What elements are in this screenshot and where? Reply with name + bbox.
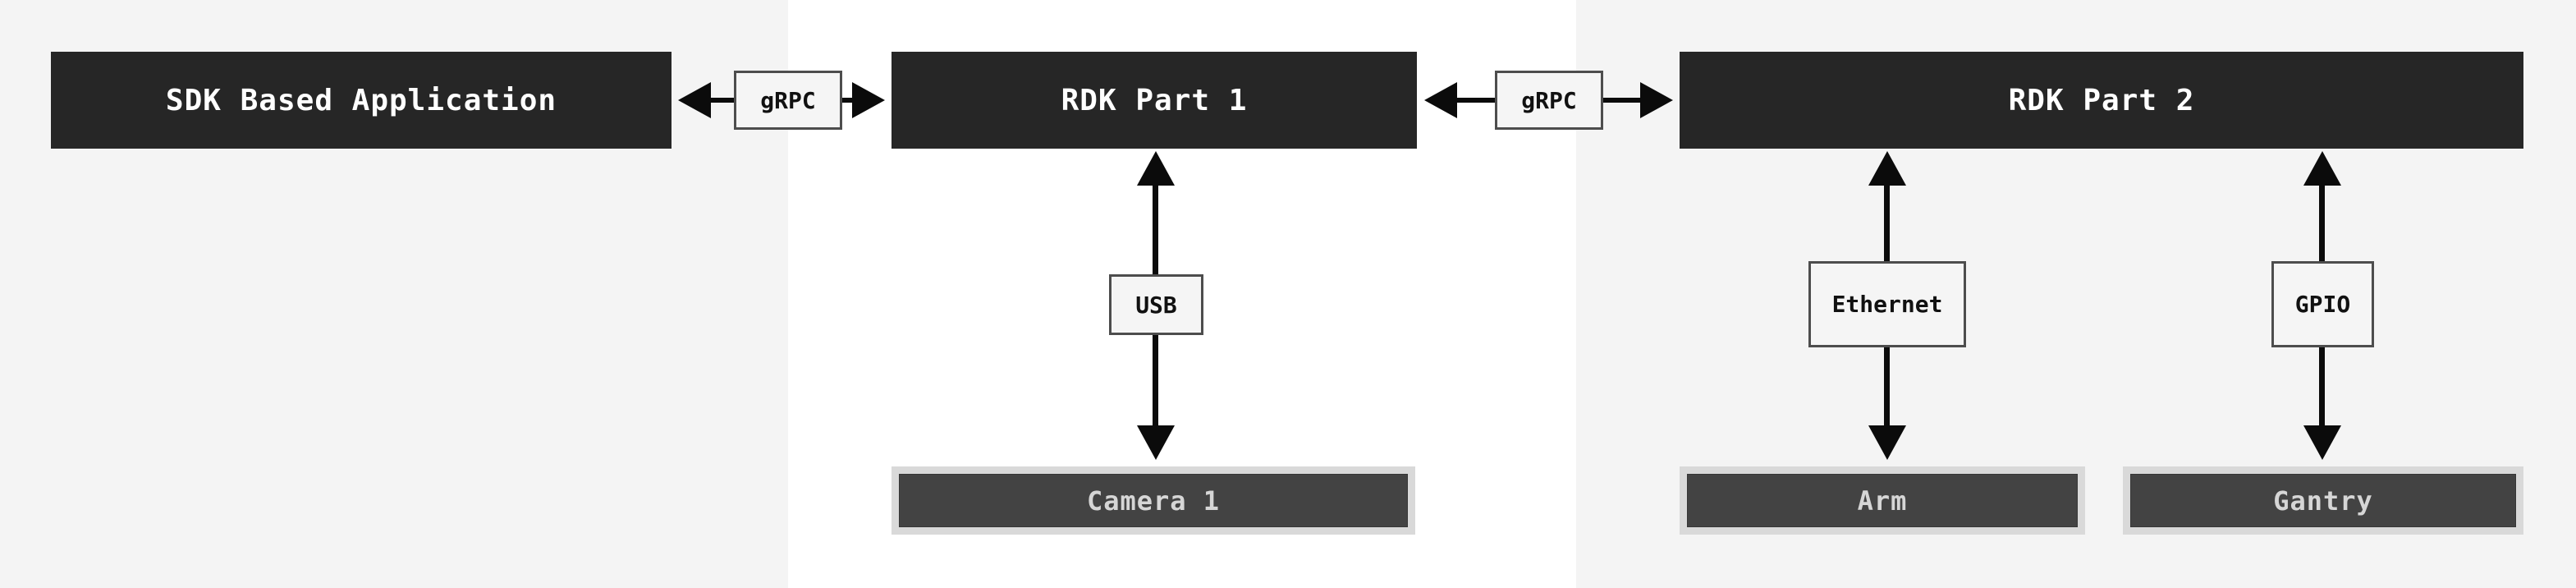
edge-label-gpio: GPIO — [2271, 261, 2374, 347]
edge-rdk1-rdk2-arrowhead-right-icon — [1640, 82, 1673, 118]
edge-label-grpc-2-text: gRPC — [1521, 86, 1577, 114]
edge-rdk2-arm-arrowhead-up-icon — [1868, 151, 1906, 186]
node-gantry-label: Gantry — [2273, 485, 2373, 517]
edge-label-grpc-2: gRPC — [1495, 71, 1603, 130]
edge-rdk1-camera-arrowhead-up-icon — [1137, 151, 1175, 186]
node-camera-1-inner: Camera 1 — [899, 474, 1408, 527]
edge-label-ethernet-text: Ethernet — [1831, 291, 1943, 318]
edge-rdk2-gantry-arrowhead-up-icon — [2303, 151, 2341, 186]
edge-rdk2-arm-arrowhead-down-icon — [1868, 425, 1906, 460]
edge-label-grpc-1: gRPC — [734, 71, 842, 130]
edge-label-ethernet: Ethernet — [1808, 261, 1966, 347]
node-camera-1-label: Camera 1 — [1086, 485, 1221, 517]
node-arm-label: Arm — [1857, 485, 1908, 517]
edge-rdk1-rdk2-arrowhead-left-icon — [1424, 82, 1457, 118]
edge-rdk1-camera-arrowhead-down-icon — [1137, 425, 1175, 460]
node-rdk-part-2-label: RDK Part 2 — [2008, 83, 2195, 117]
edge-label-grpc-1-text: gRPC — [760, 86, 816, 114]
node-rdk-part-2: RDK Part 2 — [1680, 52, 2523, 149]
node-sdk-based-application: SDK Based Application — [51, 52, 672, 149]
node-rdk-part-1-label: RDK Part 1 — [1061, 83, 1248, 117]
node-sdk-based-application-label: SDK Based Application — [165, 83, 557, 117]
edge-label-usb-text: USB — [1135, 291, 1177, 319]
edge-rdk2-gantry-arrowhead-down-icon — [2303, 425, 2341, 460]
edge-sdk-rdk1-arrowhead-left-icon — [678, 82, 711, 118]
node-camera-1: Camera 1 — [892, 466, 1415, 535]
node-arm-inner: Arm — [1687, 474, 2078, 527]
node-gantry-inner: Gantry — [2130, 474, 2516, 527]
node-arm: Arm — [1680, 466, 2085, 535]
node-gantry: Gantry — [2123, 466, 2523, 535]
node-rdk-part-1: RDK Part 1 — [892, 52, 1417, 149]
edge-label-gpio-text: GPIO — [2294, 291, 2351, 318]
edge-sdk-rdk1-arrowhead-right-icon — [852, 82, 885, 118]
edge-label-usb: USB — [1109, 274, 1203, 335]
